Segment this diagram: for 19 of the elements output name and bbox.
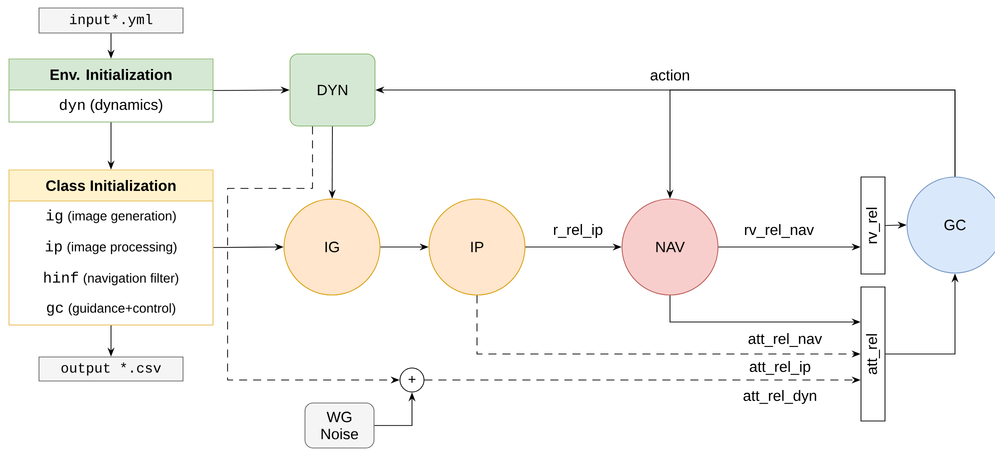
edge-label: rv_rel_nav (742, 223, 816, 239)
edge-label: r_rel_ip (552, 223, 604, 239)
header-text: Env. Initialization (50, 69, 172, 80)
header-text: Class Initialization (46, 180, 176, 191)
edge-label: action (649, 68, 692, 82)
edge-label: att_rel_dyn (742, 389, 818, 405)
process-box: DYN (290, 54, 376, 126)
list-item: hinf (navigation filter) (44, 272, 178, 286)
list-item: gc (guidance+control) (47, 303, 176, 316)
file-box: output *.csv (38, 356, 184, 382)
file-box: input*.yml (38, 8, 184, 34)
signal-bar: att_rel (860, 286, 886, 422)
list-item: ig (image generation) (46, 210, 176, 224)
edge-label: att_rel_nav (746, 332, 824, 348)
process-box: WG Noise (304, 402, 374, 448)
list-item: ip (image processing) (46, 240, 176, 254)
edge-label: att_rel_ip (748, 360, 812, 376)
list-item: dyn (dynamics) (60, 99, 162, 113)
signal-bar: rv_rel (860, 176, 886, 274)
